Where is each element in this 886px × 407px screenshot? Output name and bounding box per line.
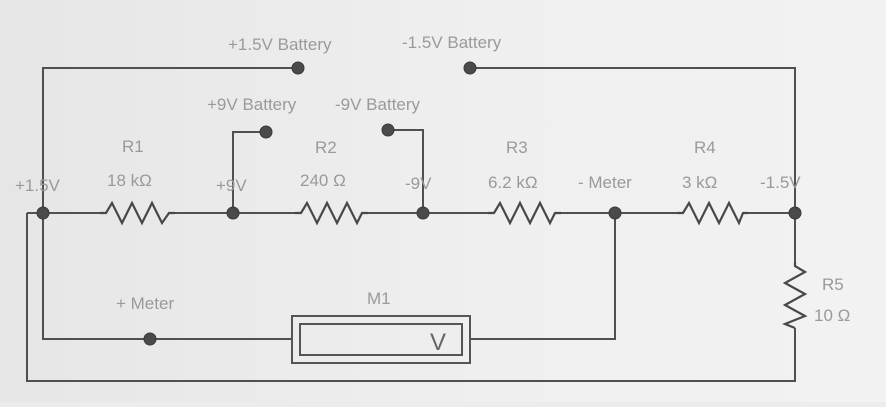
- label-r5-name: R5: [822, 275, 844, 294]
- label-battery-pos-9v: +9V Battery: [207, 95, 297, 114]
- label-r1-value: 18 kΩ: [107, 171, 152, 190]
- label-r1-name: R1: [122, 137, 144, 156]
- wire-top-left: [42, 67, 298, 213]
- wire-meter-left: [42, 213, 292, 340]
- terminal-battery-neg-9v[interactable]: [381, 123, 395, 137]
- label-node-neg-9v: -9V: [405, 174, 432, 193]
- label-node-meter-neg: - Meter: [578, 173, 632, 192]
- wire-pos-9v-branch: [232, 131, 266, 213]
- label-battery-neg-9v: -9V Battery: [335, 95, 421, 114]
- wire-top-right: [470, 67, 796, 213]
- label-node-pos-1-5v: +1.5V: [15, 176, 61, 195]
- terminal-battery-neg-1-5v[interactable]: [463, 61, 477, 75]
- wire-neg-9v-branch: [388, 129, 424, 213]
- resistor-r2[interactable]: [295, 200, 368, 226]
- label-meter-name: M1: [367, 289, 391, 308]
- labels: +1.5V Battery -1.5V Battery +9V Battery …: [15, 33, 850, 325]
- node-pos-1-5v[interactable]: [36, 206, 50, 220]
- wire-meter-right: [470, 213, 616, 340]
- resistor-r4[interactable]: [677, 200, 748, 226]
- resistor-r5[interactable]: [782, 262, 808, 330]
- meter-outer-box: [291, 315, 471, 364]
- node-neg-9v[interactable]: [416, 206, 430, 220]
- meter-symbol: V: [430, 329, 446, 356]
- label-r3-name: R3: [506, 138, 528, 157]
- label-r4-value: 3 kΩ: [682, 173, 717, 192]
- label-r3-value: 6.2 kΩ: [488, 173, 538, 192]
- label-battery-neg-1-5v: -1.5V Battery: [402, 33, 502, 52]
- meter-inner-box: [299, 323, 463, 356]
- nodes: [36, 61, 802, 346]
- label-r5-value: 10 Ω: [814, 306, 850, 325]
- node-neg-1-5v[interactable]: [788, 206, 802, 220]
- node-pos-9v[interactable]: [226, 206, 240, 220]
- meter-m1[interactable]: V: [291, 315, 471, 364]
- terminal-battery-pos-1-5v[interactable]: [291, 61, 305, 75]
- label-r4-name: R4: [694, 138, 716, 157]
- node-meter-neg[interactable]: [608, 206, 622, 220]
- label-battery-pos-1-5v: +1.5V Battery: [228, 35, 332, 54]
- terminal-meter-pos[interactable]: [143, 332, 157, 346]
- label-r2-name: R2: [315, 138, 337, 157]
- resistors: [100, 200, 808, 330]
- label-node-neg-1-5v: -1.5V: [760, 173, 801, 192]
- label-r2-value: 240 Ω: [300, 171, 346, 190]
- resistor-r3[interactable]: [488, 200, 561, 226]
- terminal-battery-pos-9v[interactable]: [259, 125, 273, 139]
- label-node-meter-pos: + Meter: [116, 294, 174, 313]
- label-node-pos-9v: +9V: [216, 176, 247, 195]
- resistor-r1[interactable]: [100, 200, 175, 226]
- wire-bottom-return: [26, 213, 796, 382]
